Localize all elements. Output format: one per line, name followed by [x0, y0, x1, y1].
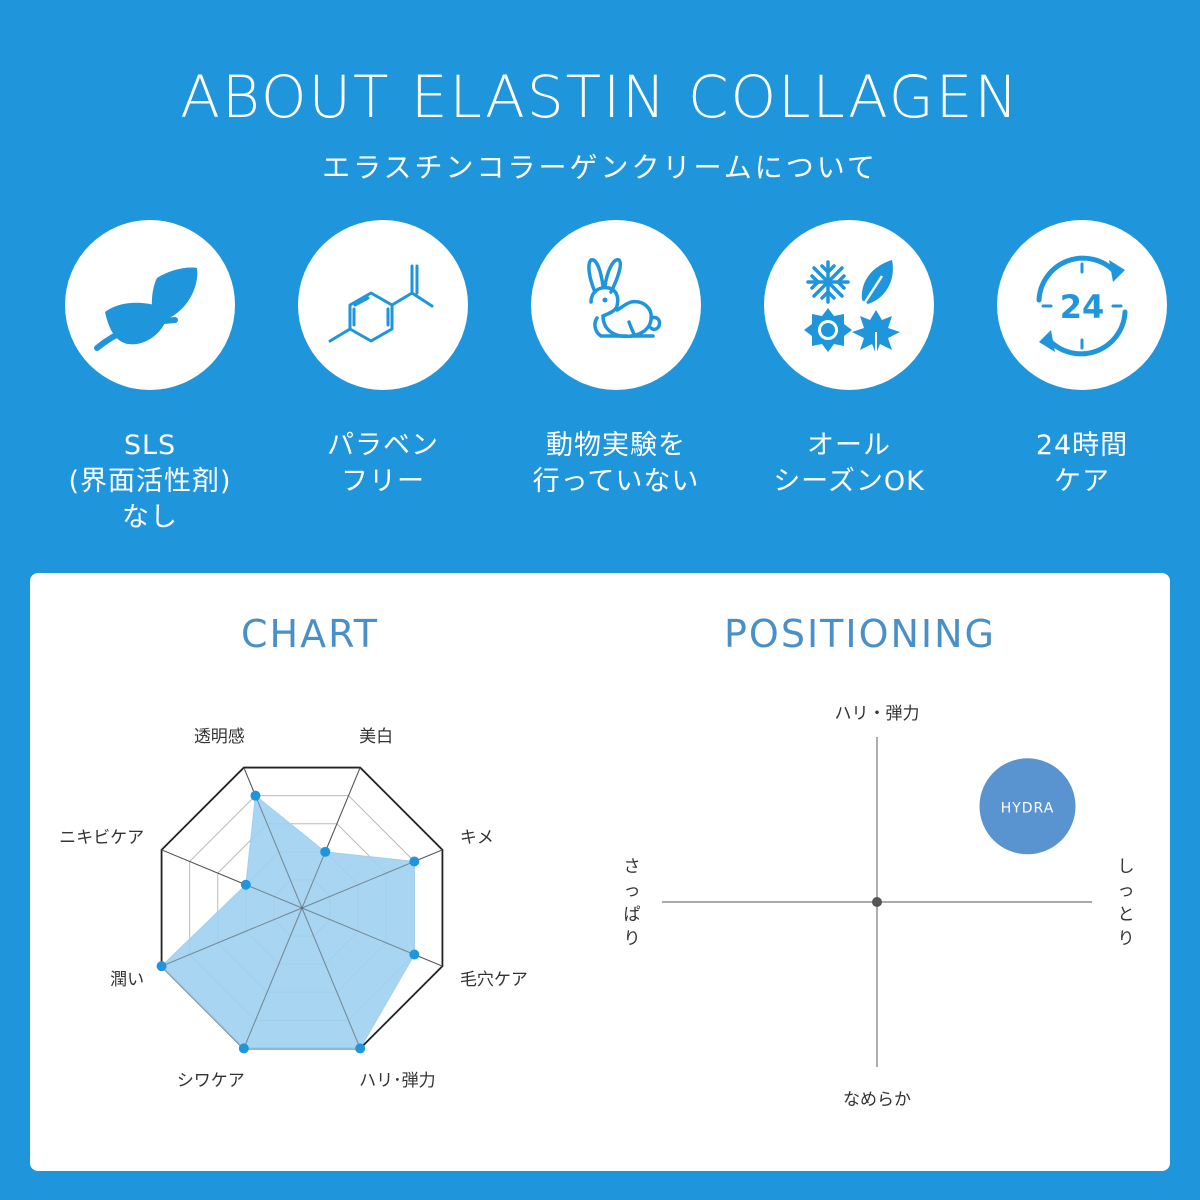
radar-axis-label: 潤い: [110, 970, 144, 990]
radar-data-point: [250, 790, 261, 801]
feature-circle: 24: [997, 220, 1167, 390]
feature-circle: [65, 220, 235, 390]
feature-all-season: オール シーズンOK: [749, 220, 949, 540]
radar-axis-label: ニキビケア: [59, 828, 144, 848]
axis-label-top: ハリ・弾力: [835, 704, 920, 724]
feature-paraben-free: パラベン フリー: [283, 220, 483, 540]
radar-spoke-overlay: [301, 907, 443, 967]
four-seasons-icon: [804, 260, 900, 354]
radar-spoke-overlay: [301, 767, 361, 909]
feature-label: オール シーズンOK: [773, 430, 925, 497]
radar-chart-title: CHART: [241, 612, 379, 656]
feature-circle: [764, 220, 934, 390]
leaf-icon: [858, 260, 893, 311]
radar-data-point: [409, 856, 420, 867]
rabbit-icon: [587, 258, 662, 339]
feature-label: 動物実験を 行っていない: [532, 430, 700, 497]
feature-sls-free: SLS (界面活性剤) なし: [50, 220, 250, 540]
radar-spoke-overlay: [161, 907, 303, 967]
positioning-bubble-label: HYDRA: [1001, 800, 1055, 816]
radar-data-point: [320, 846, 331, 857]
radar-data-point: [355, 1043, 366, 1054]
radar-axis-label: 毛穴ケア: [460, 970, 528, 990]
radar-axis-label: シワケア: [177, 1071, 245, 1091]
snowflake-icon: [806, 260, 850, 304]
radar-series-area: [160, 794, 415, 1049]
sun-icon: [804, 308, 852, 352]
feature-cruelty-free: 動物実験を 行っていない: [516, 220, 716, 540]
radar-data-point: [240, 879, 251, 890]
radar-spoke-overlay: [301, 849, 443, 909]
feature-24h-care: 24 24時間 ケア: [982, 220, 1182, 540]
feature-label: SLS (界面活性剤) なし: [68, 430, 232, 533]
feature-list: SLS (界面活性剤) なし パラベン フリー: [0, 0, 1200, 560]
page-title: ABOUT ELASTIN COLLAGEN: [180, 63, 1020, 131]
radar-data-point: [238, 1043, 249, 1054]
positioning-chart-title: POSITIONING: [724, 612, 996, 656]
page-subtitle: エラスチンコラーゲンクリームについて: [322, 151, 878, 184]
axis-label-bottom: なめらか: [843, 1090, 911, 1110]
feature-label: パラベン フリー: [327, 430, 439, 497]
axis-label-left: さっぱり: [624, 857, 641, 949]
chart-panel: CHART POSITIONING 美白キメ毛穴ケアハリ･弾力 シワケア 潤い ニキビ…: [30, 573, 1170, 1171]
leaf-icon: [94, 267, 198, 351]
radar-data-point: [409, 949, 420, 960]
feature-circle: [298, 220, 468, 390]
24-hour-icon-number: 24: [1060, 288, 1105, 326]
maple-leaf-icon: [852, 310, 900, 354]
radar-spoke-overlay: [161, 849, 303, 909]
axis-label-right: しっとり: [1118, 857, 1135, 949]
molecule-icon: [328, 264, 434, 343]
24-hour-icon: 24: [1036, 255, 1128, 357]
radar-axis-label: 美白: [359, 727, 393, 747]
origin-point: [872, 897, 882, 907]
feature-label: 24時間 ケア: [1035, 430, 1129, 497]
radar-spoke-overlay: [301, 907, 361, 1049]
feature-circle: [531, 220, 701, 390]
radar-axis-label: ハリ･弾力: [359, 1071, 436, 1091]
radar-spoke-overlay: [243, 907, 303, 1049]
positioning-bubble: [979, 758, 1076, 855]
radar-axis-label: キメ: [460, 828, 494, 848]
radar-spoke-overlay: [243, 767, 303, 909]
radar-axis-label: 透明感: [194, 727, 245, 747]
radar-data-point: [156, 961, 167, 972]
